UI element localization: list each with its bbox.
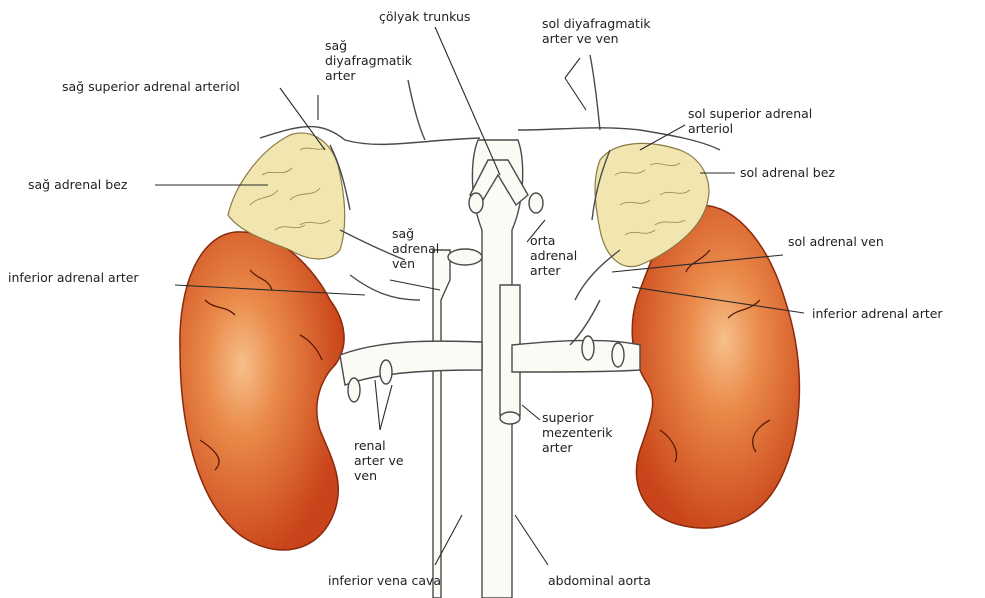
label-orta-adrenal-arter: orta adrenal arter xyxy=(530,233,585,278)
label-abdominal-aorta: abdominal aorta xyxy=(548,573,651,588)
label-sol-superior-adrenal: sol superior adrenal arteriol xyxy=(688,106,848,136)
label-sag-adrenal-bez: sağ adrenal bez xyxy=(28,177,127,192)
label-sag-diyafragmatik: sağ diyafragmatik arter xyxy=(325,38,415,83)
label-colyak-trunkus: çölyak trunkus xyxy=(379,9,470,24)
label-superior-mezenterik: superior mezenterik arter xyxy=(542,410,627,455)
label-sol-adrenal-bez: sol adrenal bez xyxy=(740,165,835,180)
label-inferior-adrenal-sag: inferior adrenal arter xyxy=(8,270,139,285)
label-inferior-adrenal-sol: inferior adrenal arter xyxy=(812,306,943,321)
label-inferior-vena-cava: inferior vena cava xyxy=(328,573,441,588)
label-renal: renal arter ve ven xyxy=(354,438,414,483)
right-kidney xyxy=(180,232,344,550)
label-sol-adrenal-ven: sol adrenal ven xyxy=(788,234,884,249)
label-sag-superior-adrenal: sağ superior adrenal arteriol xyxy=(62,79,240,94)
label-sag-adrenal-ven: sağ adrenal ven xyxy=(392,226,447,271)
label-sol-diyafragmatik: sol diyafragmatik arter ve ven xyxy=(542,16,682,46)
